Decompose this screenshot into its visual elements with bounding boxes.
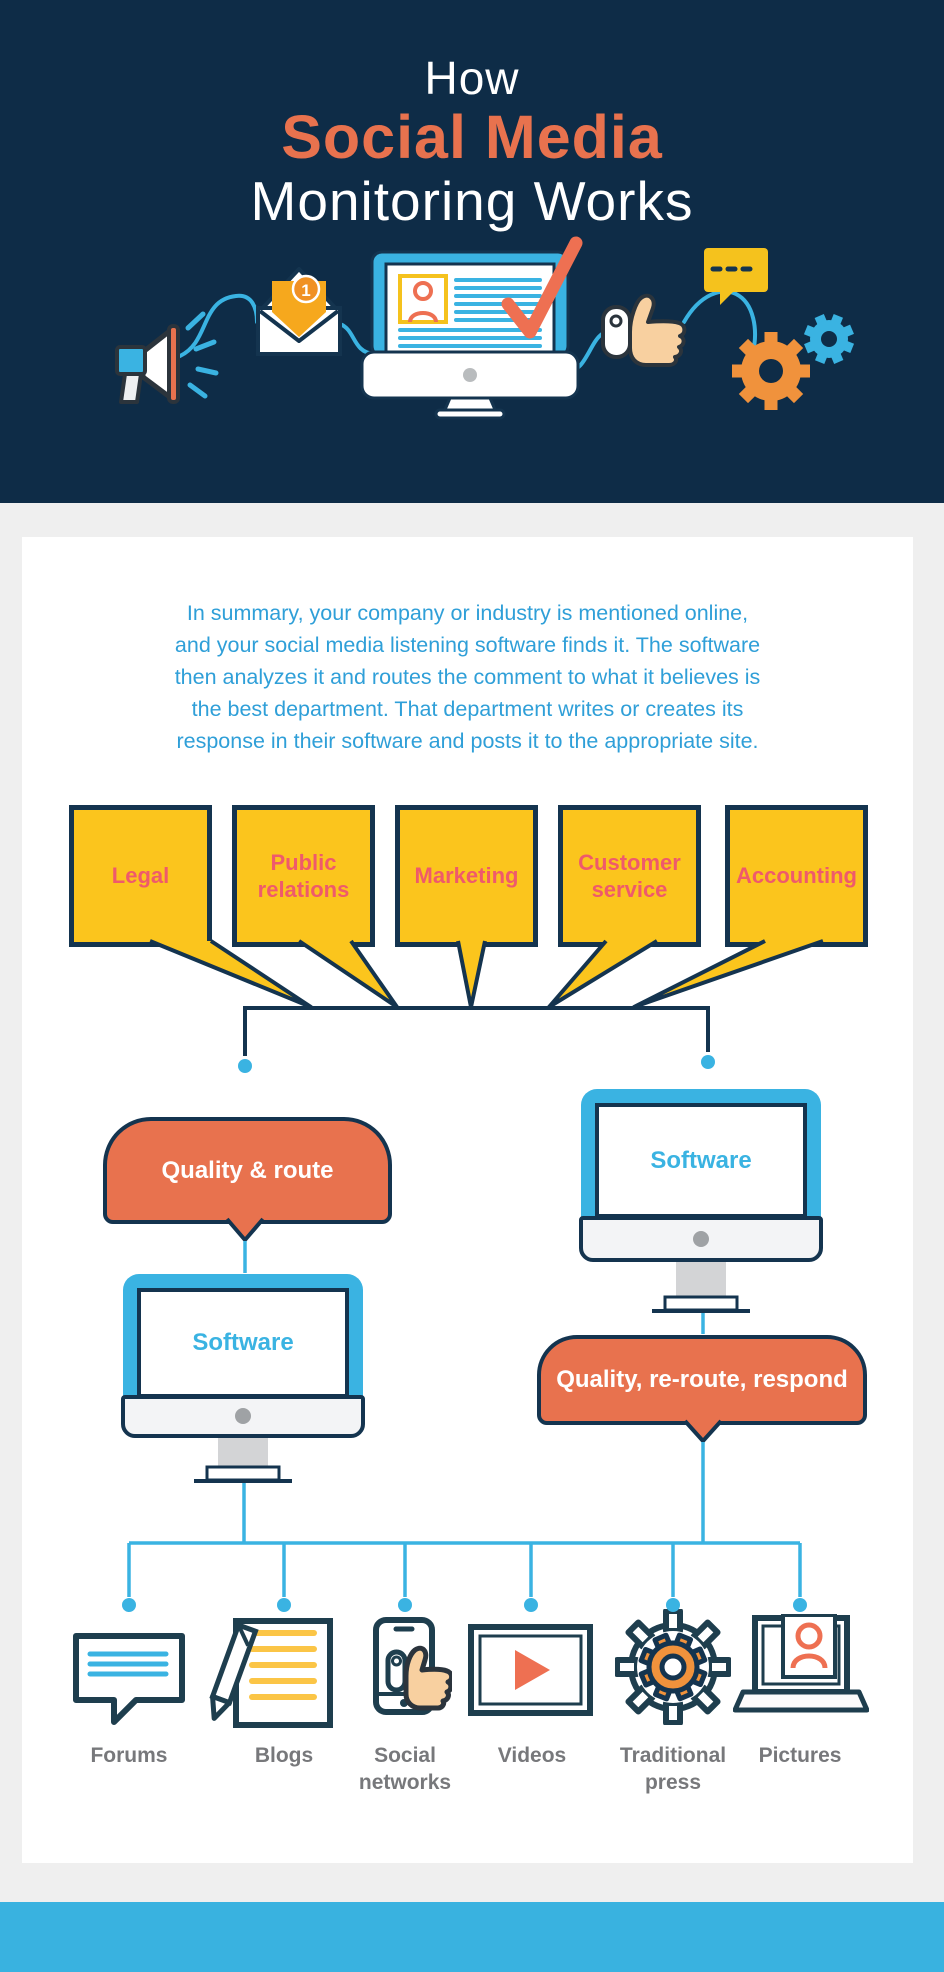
megaphone-icon	[115, 311, 219, 404]
title-line-2: Social Media	[281, 103, 663, 171]
monitor-base-dot	[235, 1408, 251, 1424]
department-bubble-public-relations: Public relations	[232, 805, 375, 947]
department-label: Marketing	[414, 863, 519, 889]
header-illustration: 1	[115, 236, 855, 420]
quality-reroute-respond-label: Quality, re-route, respond	[556, 1366, 848, 1393]
monitor-screen: Software	[595, 1103, 807, 1218]
department-bubble-accounting: Accounting	[725, 805, 868, 947]
notification-badge	[291, 274, 321, 304]
monitor-screen: Software	[137, 1288, 349, 1398]
phone-thumbs-up-icon	[373, 1617, 452, 1715]
quality-route-label: Quality & route	[161, 1156, 334, 1184]
person-icon	[795, 1622, 823, 1650]
department-bubble-legal: Legal	[69, 805, 212, 947]
blog-pencil-paper-icon	[209, 1618, 333, 1728]
forum-speech-bubble-icon	[73, 1633, 185, 1725]
department-bubble-marketing: Marketing	[395, 805, 538, 947]
summary-paragraph: In summary, your company or industry is …	[22, 597, 913, 757]
department-label: Public relations	[257, 849, 350, 903]
title-line-3: Monitoring Works	[250, 170, 694, 232]
gear-icons	[732, 313, 855, 410]
header-banner: How Social Media Monitoring Works	[0, 0, 944, 503]
department-bubble-customer-service: Customer service	[558, 805, 701, 947]
summary-line: then analyzes it and routes the comment …	[174, 665, 761, 689]
summary-line: response in their software and posts it …	[176, 729, 759, 753]
footer-bar	[0, 1902, 944, 1972]
laptop-photo-icon	[733, 1614, 869, 1713]
channel-label-videos: Videos	[497, 1744, 567, 1767]
monitor-base-dot	[693, 1231, 709, 1247]
remote-thumbs-up-icon	[601, 293, 687, 367]
software-monitor-right: Software	[579, 1089, 823, 1314]
envelope-notification-icon: 1	[256, 267, 342, 356]
page-title: How Social Media Monitoring Works	[0, 52, 944, 232]
software-label: Software	[650, 1146, 752, 1174]
printing-gears-icon	[615, 1609, 731, 1725]
department-label: Legal	[111, 863, 170, 889]
play-icon	[515, 1650, 550, 1690]
channel-label-social-networks: Social networks	[358, 1744, 452, 1794]
checkmark-icon	[501, 236, 583, 339]
speech-bubble-dashes-icon	[704, 248, 768, 305]
quality-route-bubble: Quality & route	[103, 1117, 392, 1224]
badge-count: 1	[301, 281, 310, 300]
channel-label-traditional-press: Traditional press	[619, 1744, 727, 1794]
department-label: Accounting	[736, 863, 857, 889]
summary-line: and your social media listening software…	[174, 633, 761, 657]
video-player-icon	[468, 1624, 593, 1716]
summary-line: In summary, your company or industry is …	[186, 601, 749, 625]
software-label: Software	[192, 1329, 294, 1356]
channel-label-forums: Forums	[90, 1744, 168, 1767]
quality-reroute-respond-bubble: Quality, re-route, respond	[537, 1335, 867, 1425]
summary-line: the best department. That department wri…	[191, 697, 744, 721]
monitor-post-check-icon	[360, 236, 583, 420]
title-line-1: How	[424, 52, 520, 104]
blue-gear-icon	[803, 313, 855, 365]
channel-label-blogs: Blogs	[254, 1744, 314, 1767]
orange-gear-icon	[732, 332, 810, 410]
software-monitor-left: Software	[121, 1274, 365, 1484]
department-label: Customer service	[578, 849, 681, 903]
pencil-icon	[209, 1621, 259, 1721]
channel-label-pictures: Pictures	[758, 1744, 842, 1767]
